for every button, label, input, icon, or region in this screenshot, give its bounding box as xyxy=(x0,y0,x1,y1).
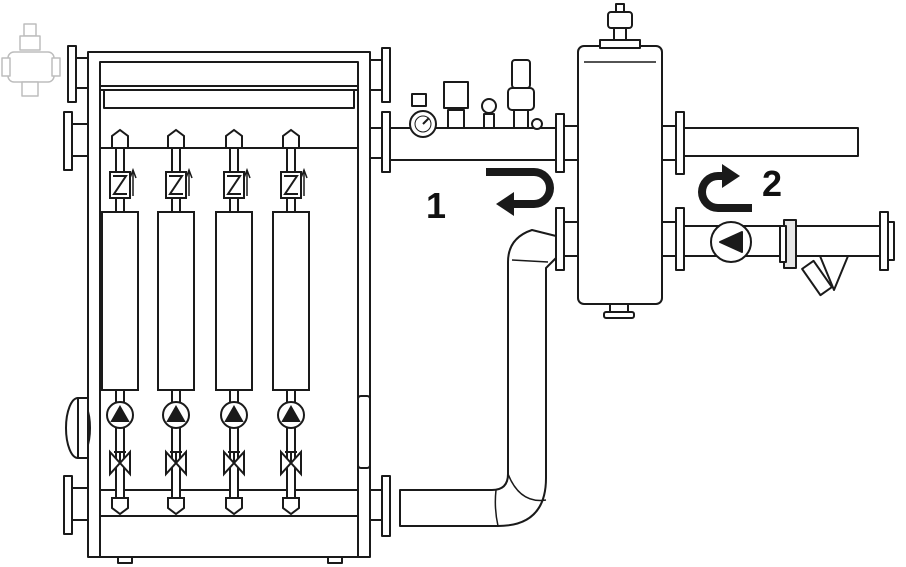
flow-label-1: 1 xyxy=(426,185,446,226)
check-valve-symbol xyxy=(283,175,299,195)
strainer-icon xyxy=(801,255,849,297)
safety-valve-icon xyxy=(507,59,543,130)
mixing-unit xyxy=(272,211,310,391)
pump-triangle xyxy=(110,404,130,422)
pump-triangle xyxy=(224,404,244,422)
module-inlet-cap xyxy=(167,128,185,149)
module-inlet-cap xyxy=(111,128,129,149)
pump-module xyxy=(215,128,253,516)
solenoid-valve-icon xyxy=(443,81,469,129)
side-ports xyxy=(65,395,371,469)
check-valve-small-icon xyxy=(481,98,497,129)
supply-arrow-icon xyxy=(698,164,752,212)
separator-flanges xyxy=(555,111,685,271)
mixing-unit xyxy=(101,211,139,391)
pump-triangle xyxy=(281,404,301,422)
pump-modules xyxy=(101,128,310,516)
pump-triangle xyxy=(166,404,186,422)
left-flanges xyxy=(63,45,89,535)
module-outlet-cap xyxy=(282,497,300,516)
pressure-reducer-valve-icon xyxy=(1,23,61,97)
pressure-gauge-icon xyxy=(409,93,437,138)
circulation-pump-icon xyxy=(710,221,752,263)
pump-module xyxy=(157,128,195,516)
check-valve-symbol xyxy=(226,175,242,195)
return-elbow-pipe xyxy=(399,229,557,527)
module-inlet-cap xyxy=(225,128,243,149)
right-frame-flanges xyxy=(369,47,391,537)
check-valve-symbol xyxy=(168,175,184,195)
check-valve-symbol xyxy=(112,175,128,195)
flow-direction-arrowhead xyxy=(300,167,308,179)
module-outlet-cap xyxy=(167,497,185,516)
secondary-supply-pipe xyxy=(683,127,859,157)
hydraulic-separator xyxy=(577,3,663,319)
flow-direction-arrowhead xyxy=(243,167,251,179)
mixing-unit xyxy=(215,211,253,391)
flow-direction-arrowhead xyxy=(185,167,193,179)
flow-label-2: 2 xyxy=(762,163,782,204)
secondary-return-line xyxy=(683,211,895,297)
module-outlet-cap xyxy=(225,497,243,516)
module-outlet-cap xyxy=(111,497,129,516)
pump-module xyxy=(101,128,139,516)
flow-direction-arrowhead xyxy=(129,167,137,179)
return-arrow-icon xyxy=(486,168,554,216)
supply-manifold xyxy=(389,59,579,173)
module-inlet-cap xyxy=(282,128,300,149)
air-vent-icon xyxy=(607,3,633,41)
pump-module xyxy=(272,128,310,516)
mixing-unit xyxy=(157,211,195,391)
